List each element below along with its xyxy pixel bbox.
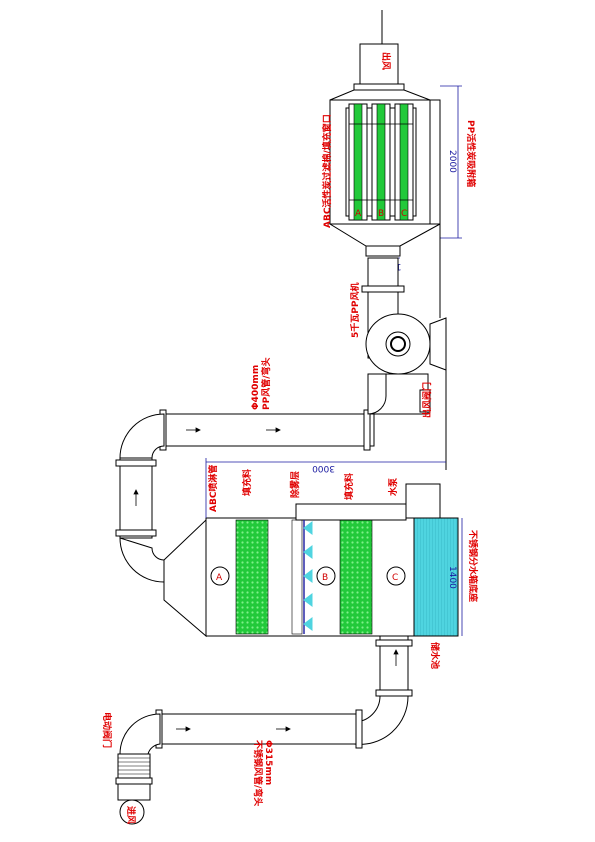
section-b-label: B <box>322 573 328 583</box>
carbon-window-label: ABC活性炭过滤棉/填充窗口 <box>321 114 333 228</box>
packing-layer-1 <box>235 519 269 635</box>
packing-1-label: 填充料 <box>241 469 253 496</box>
duct-arrows <box>133 427 281 579</box>
sprinkler-label: ABC喷淋管 <box>207 465 219 512</box>
motor-valve-coil <box>118 757 150 775</box>
carbon-adsorption-box <box>328 99 441 257</box>
motor-valve-label: 电动阀门 <box>101 712 113 748</box>
top-exhaust-stack <box>329 10 431 101</box>
fan-assembly <box>361 224 447 470</box>
packing-layer-2 <box>339 519 373 635</box>
section-a-marker <box>210 566 230 586</box>
carbon-mark-b: B <box>378 209 384 219</box>
pump <box>405 483 441 519</box>
carbon-height-dim: 2000 <box>447 150 457 173</box>
stainless-duct-bottom <box>115 635 413 801</box>
top-outlet-label: 出风 <box>380 52 392 70</box>
demister-label: 除雾层 <box>289 471 301 498</box>
spray-nozzles <box>303 521 313 631</box>
outlet-valve-label: 出风阀门 <box>421 382 433 418</box>
tank-height-dim: 1400 <box>447 566 457 589</box>
section-a-label: A <box>216 573 223 583</box>
bottom-duct-arrows <box>176 649 399 732</box>
carbon-mark-c: C <box>401 209 407 219</box>
tower-top-box <box>295 503 407 521</box>
section-c-marker <box>386 566 406 586</box>
section-b-marker <box>316 566 336 586</box>
tower-dimensions <box>205 458 463 636</box>
carbon-mark-a: A <box>355 209 362 219</box>
stainless-duct-label: Φ315mm不锈钢风管/弯头 <box>252 740 273 806</box>
bottom-inlet-label: 进风 <box>125 806 137 824</box>
section-c-label: C <box>392 573 398 583</box>
packing-2-label: 填充料 <box>343 473 355 500</box>
fan-label: 5千瓦PP风机 <box>349 283 361 338</box>
water-tank-label: 储水池 <box>429 642 441 669</box>
inlet-circle <box>119 799 145 825</box>
demister-layer <box>291 519 303 635</box>
stainless-base-label: 不锈钢分水箱底座 <box>467 530 479 602</box>
pp-duct-label: Φ400mmPP风管/弯头 <box>251 358 272 410</box>
pump-label: 水泵 <box>387 477 399 496</box>
tower-width-dim: 3000 <box>312 463 335 473</box>
tower-inlet-cone <box>163 518 207 638</box>
carbon-box-label: PP活性炭吸附箱 <box>465 120 477 187</box>
